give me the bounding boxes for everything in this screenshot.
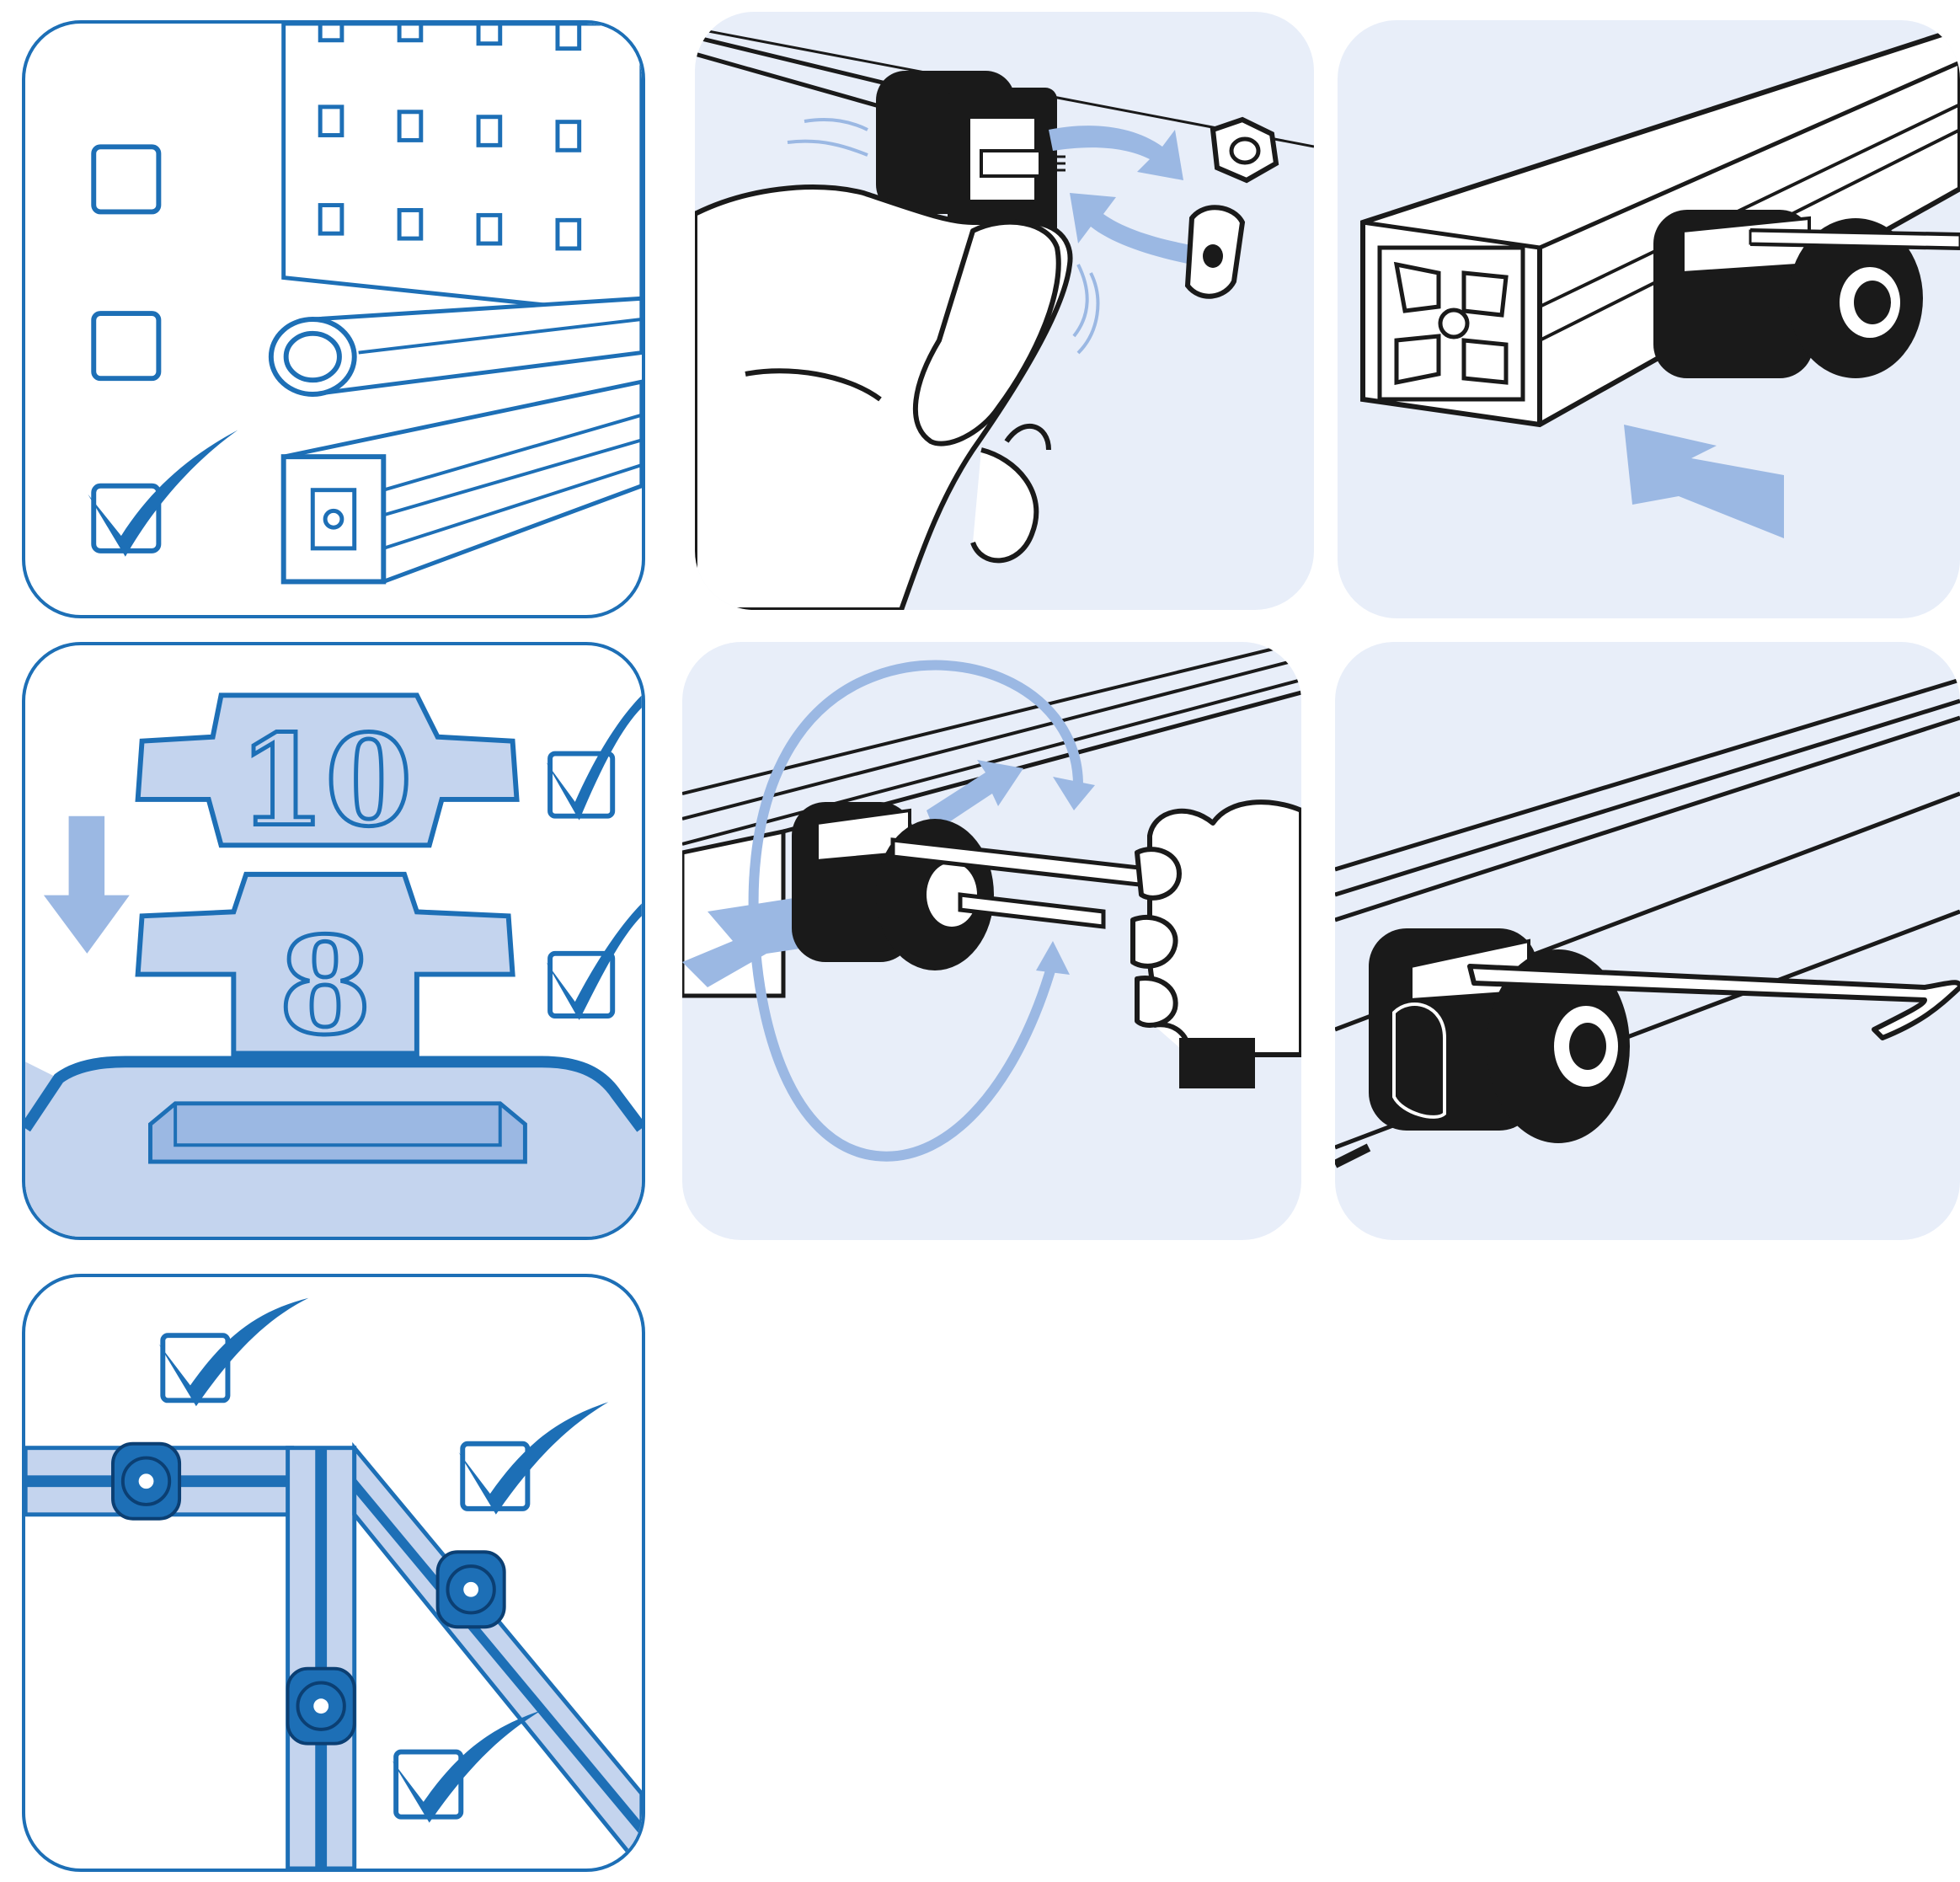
materials-illustration	[88, 24, 642, 585]
rotate-arrow-icon	[748, 660, 1083, 1162]
connector-icon	[286, 1666, 356, 1746]
checked-checkbox-icon	[392, 1710, 542, 1823]
hex-nut-icon	[1210, 116, 1279, 184]
aluminium-profile-icon	[280, 379, 642, 585]
connector-icon	[435, 1550, 506, 1629]
perforated-sheet-icon	[281, 24, 642, 318]
slot-size-small-label: 8	[279, 908, 371, 1065]
checked-checkbox-icon	[546, 903, 642, 1020]
hook-icon	[1467, 964, 1960, 1040]
connector-icon	[1653, 210, 1960, 378]
slot-nut-8: 8	[135, 871, 515, 1067]
round-tube-icon	[268, 296, 642, 397]
fist-icon	[1130, 799, 1301, 1057]
panel-insert-nut	[695, 12, 1314, 610]
push-illustration	[1360, 25, 1960, 538]
hand-icon	[695, 184, 1073, 610]
slot-nut-10: 10	[135, 692, 520, 856]
panel-frame-positions	[22, 1274, 645, 1872]
tighten-illustration	[682, 642, 1301, 1162]
panel-hook-mounted	[1335, 642, 1960, 1240]
swap-arrow-icon	[1049, 126, 1196, 265]
down-arrow-icon	[43, 815, 130, 954]
connector-icon	[876, 71, 1065, 239]
profile-frame-icon	[25, 1441, 642, 1869]
empty-checkbox-icon	[91, 311, 162, 382]
panel-slot-size: 10 8	[22, 642, 645, 1240]
checked-checkbox-icon	[158, 1297, 309, 1407]
panel-tighten	[682, 642, 1301, 1240]
panel-push-onto-profile	[1338, 20, 1960, 618]
t-slot-nut-icon	[1184, 205, 1246, 299]
empty-checkbox-icon	[91, 144, 162, 215]
connector-icon	[1369, 928, 1630, 1143]
checked-checkbox-icon	[88, 430, 238, 557]
checked-checkbox-icon	[546, 695, 642, 821]
frame-illustration	[25, 1297, 642, 1869]
connector-icon	[111, 1441, 182, 1521]
insert-nut-illustration	[695, 27, 1314, 610]
slot-size-illustration: 10 8	[25, 692, 642, 1237]
hook-illustration	[1335, 677, 1960, 1168]
slot-size-large-label: 10	[238, 708, 412, 854]
push-arrow-icon	[1624, 425, 1784, 538]
panel-compatible-materials	[22, 20, 645, 618]
connector-icon	[792, 802, 994, 970]
checked-checkbox-icon	[458, 1402, 609, 1515]
